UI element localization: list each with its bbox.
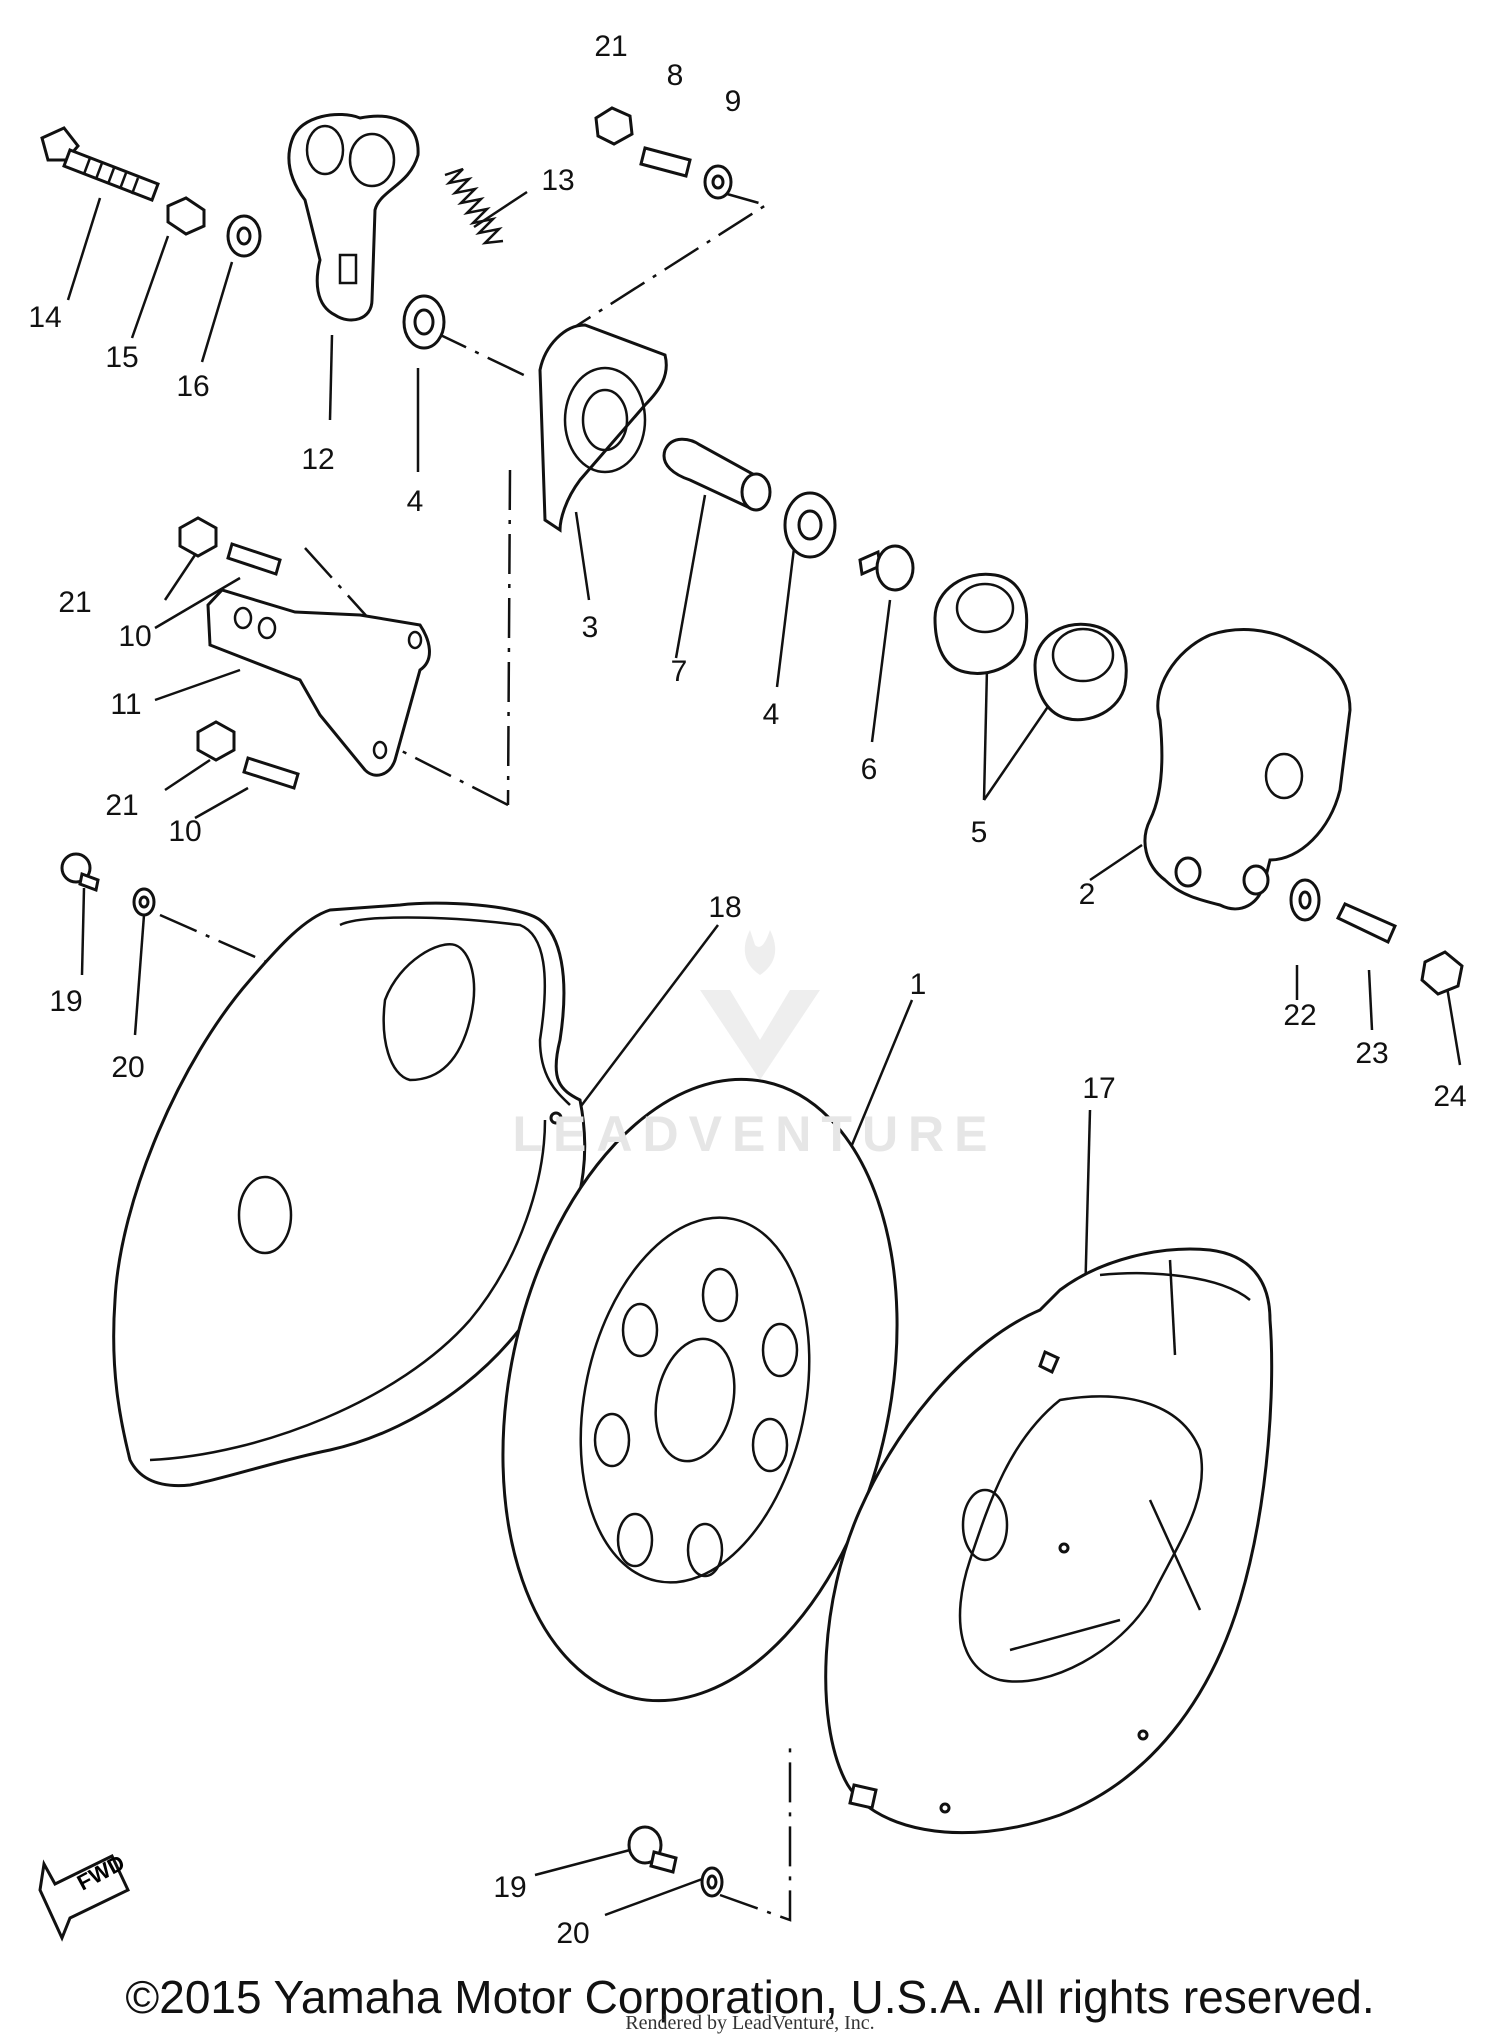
copyright-notice: ©2015 Yamaha Motor Corporation, U.S.A. A… bbox=[125, 1971, 1375, 2023]
part-4-seal-lower bbox=[783, 491, 837, 559]
part-9-washer bbox=[703, 164, 733, 200]
callout-10: 10 bbox=[118, 620, 152, 653]
part-20-washer-upper bbox=[132, 887, 156, 917]
callout-21: 21 bbox=[594, 30, 628, 63]
part-3-housing bbox=[538, 323, 668, 533]
part-1-disc bbox=[501, 1077, 899, 1703]
callout-15: 15 bbox=[105, 341, 139, 374]
callout-4: 4 bbox=[762, 698, 780, 731]
callout-2: 2 bbox=[1078, 878, 1096, 911]
callout-4: 4 bbox=[406, 485, 424, 518]
part-5-piston-b bbox=[1033, 622, 1128, 722]
callout-20: 20 bbox=[556, 1917, 590, 1950]
part-8-stud bbox=[639, 146, 692, 178]
watermark-logo bbox=[700, 930, 820, 1080]
callout-5: 5 bbox=[970, 816, 988, 849]
part-16-washer bbox=[226, 214, 262, 258]
callout-14: 14 bbox=[28, 301, 62, 334]
callout-11: 11 bbox=[110, 688, 142, 721]
callout-19: 19 bbox=[493, 1871, 527, 1904]
rendered-by-notice: Rendered by LeadVenture, Inc. bbox=[625, 2012, 875, 2034]
callout-3: 3 bbox=[581, 611, 599, 644]
callout-12: 12 bbox=[301, 443, 335, 476]
callout-21: 21 bbox=[58, 586, 92, 619]
part-21-nut-mid bbox=[178, 516, 218, 558]
callout-24: 24 bbox=[1433, 1080, 1467, 1113]
watermark-text: LEADVENTURE bbox=[512, 1106, 998, 1162]
part-18-cover bbox=[112, 901, 587, 1488]
part-10-stud-mid bbox=[226, 542, 282, 576]
part-2-caliper bbox=[1143, 628, 1352, 911]
part-10-stud-low bbox=[242, 756, 300, 790]
callout-19: 19 bbox=[49, 985, 83, 1018]
fwd-arrow-icon bbox=[38, 1853, 130, 1942]
part-7-shaft bbox=[662, 437, 772, 512]
part-15-nut bbox=[166, 196, 206, 236]
part-5-piston-a bbox=[933, 572, 1029, 675]
callout-23: 23 bbox=[1355, 1037, 1389, 1070]
part-4-seal-upper bbox=[402, 294, 446, 350]
callout-21: 21 bbox=[105, 789, 139, 822]
callout-9: 9 bbox=[724, 85, 742, 118]
callout-16: 16 bbox=[176, 370, 210, 403]
part-12-arm bbox=[287, 113, 420, 322]
part-13-spring bbox=[444, 167, 504, 245]
callout-10: 10 bbox=[168, 815, 202, 848]
part-17-plate bbox=[824, 1247, 1274, 1834]
callout-1: 1 bbox=[909, 968, 927, 1001]
callout-20: 20 bbox=[111, 1051, 145, 1084]
part-22-washer bbox=[1289, 878, 1321, 922]
part-14-bolt bbox=[40, 126, 160, 202]
callout-13: 13 bbox=[541, 164, 575, 197]
callout-18: 18 bbox=[708, 891, 742, 924]
part-23-bolt bbox=[1335, 902, 1397, 945]
part-20-washer-lower bbox=[700, 1866, 724, 1898]
part-21-nut-top bbox=[594, 106, 634, 146]
callout-8: 8 bbox=[666, 59, 684, 92]
callout-17: 17 bbox=[1082, 1072, 1116, 1105]
part-11-bracket bbox=[206, 588, 431, 777]
part-19-screw-upper bbox=[60, 852, 100, 893]
part-24-nut bbox=[1420, 950, 1464, 996]
callout-22: 22 bbox=[1283, 999, 1317, 1032]
callout-7: 7 bbox=[670, 655, 688, 688]
part-6-pin bbox=[858, 544, 915, 592]
callout-6: 6 bbox=[860, 753, 878, 786]
part-19-screw-lower bbox=[627, 1825, 678, 1874]
part-21-nut-low bbox=[196, 720, 236, 762]
